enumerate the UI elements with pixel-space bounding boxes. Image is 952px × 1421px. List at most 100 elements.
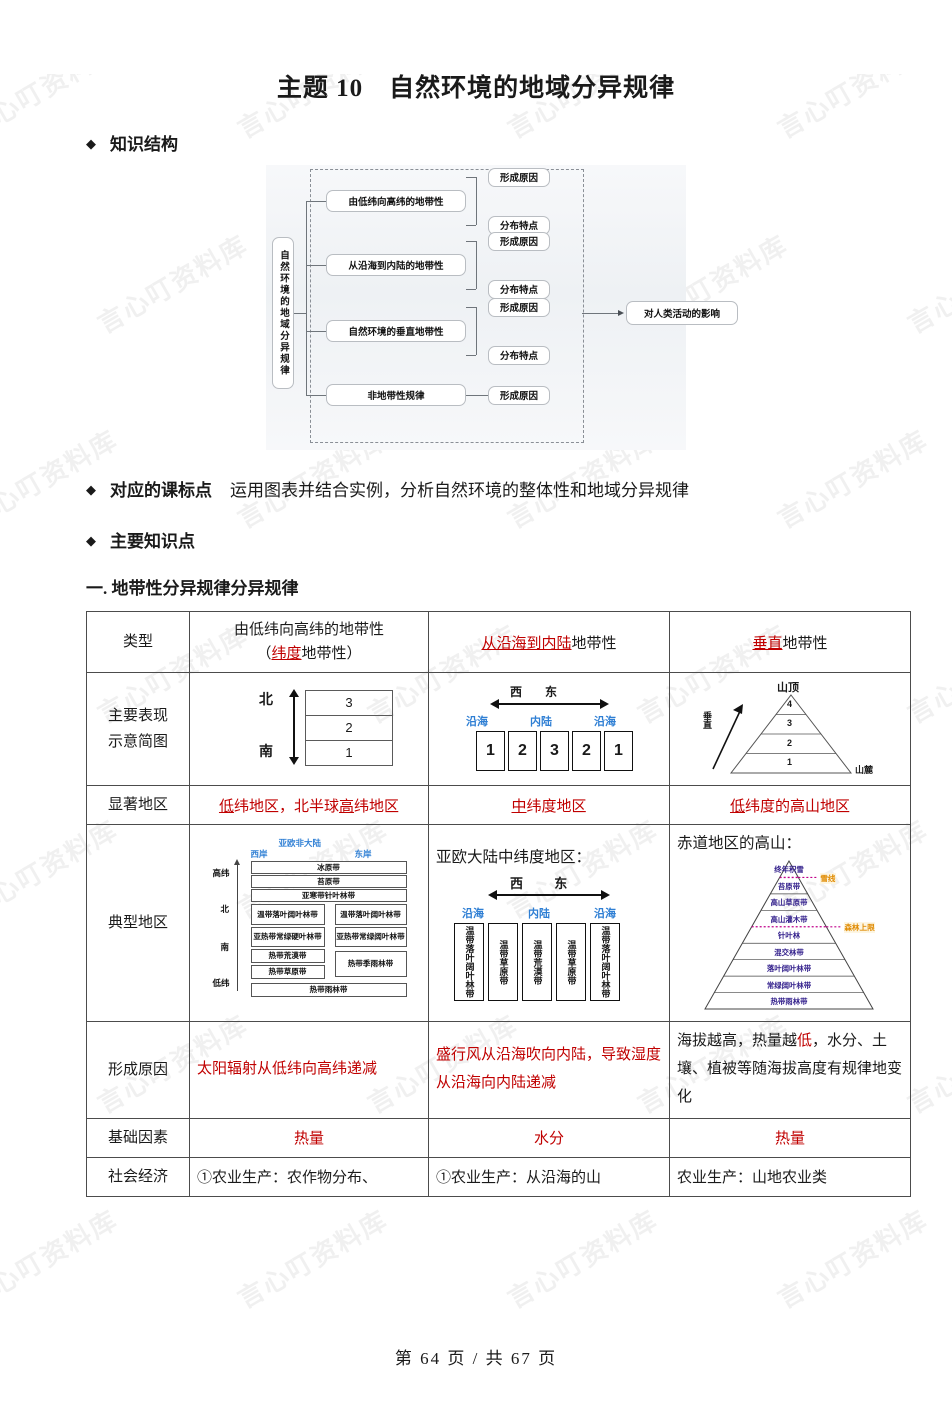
header-line1: 由低纬向高纬的地带性 — [233, 622, 384, 638]
child-connector — [466, 225, 476, 226]
altitude-zone-label: 针叶林 — [777, 931, 801, 941]
belt-box-west: 热带荒漠带 — [250, 948, 325, 963]
band-box: 2 — [305, 715, 393, 741]
table-row-social: 社会经济 ①农业生产：农作物分布、 ①农业生产：从沿海的山 农业生产：山地农业类 — [86, 1156, 911, 1198]
arrow-right-icon — [601, 890, 610, 901]
altitude-zone-label: 终年积雪 — [774, 865, 804, 875]
row-label-line1: 主要表现 — [107, 707, 168, 724]
low-latitude-label: 低纬 — [212, 977, 230, 988]
child-connector — [466, 241, 476, 242]
zone-box: 3 — [540, 731, 569, 771]
altitude-zone-label: 高山灌木带 — [770, 914, 808, 924]
table-row-type: 类型 由低纬向高纬的地带性 （纬度地带性） 从沿海到内陆地带性 垂直地带性 — [86, 611, 911, 673]
altitude-zone-label: 热带雨林带 — [770, 997, 808, 1007]
significant-text-part: 中 — [511, 798, 527, 815]
typical-mountain-title: 赤道地区的高山： — [677, 835, 802, 853]
header-cell-latitudinal: 由低纬向高纬的地带性 （纬度地带性） — [189, 611, 429, 673]
typical-coast-cell: 亚欧大陆中纬度地区： 西 东沿海内陆沿海温带落叶阔叶林带温带草原带温带荒漠带温带… — [428, 824, 670, 1023]
east-coast-label: 东岸 — [354, 848, 372, 859]
page-title: 主题 10 自然环境的地域分异规律 — [276, 75, 676, 102]
diagram-spine — [306, 201, 307, 395]
belt-box-full: 亚寒带针叶林带 — [250, 888, 407, 902]
child-connector — [466, 395, 488, 396]
significant-cell-latitudinal: 低纬地区，北半球高纬地区 — [189, 784, 429, 826]
significant-text-part: 纬地区 — [354, 798, 400, 815]
band-box: 3 — [305, 690, 393, 716]
north-label: 北 — [259, 693, 273, 708]
foot-label: 山麓 — [855, 765, 874, 775]
peak-label: 山顶 — [777, 682, 799, 694]
coast-inland-label: 内陆 — [530, 716, 552, 728]
belt-box-east: 亚热带常绿阔叶林带 — [334, 926, 407, 947]
section-heading-one: 一. 地带性分异规律分异规律 — [86, 579, 299, 598]
diamond-bullet-icon: ◆ — [86, 482, 96, 497]
social-cell-coastal: ①农业生产：从沿海的山 — [428, 1156, 670, 1198]
document-page: 主题 10 自然环境的地域分异规律 ◆ 知识结构 自然环境的地域分异规律 由低纬… — [0, 74, 952, 1198]
main-points-label: 主要知识点 — [110, 532, 195, 551]
diagram-outcome-node: 对人类活动的影响 — [626, 301, 738, 325]
zonality-table: 类型 由低纬向高纬的地带性 （纬度地带性） 从沿海到内陆地带性 垂直地带性 主要… — [86, 611, 911, 1198]
typical-coast-title: 亚欧大陆中纬度地区： — [436, 849, 592, 867]
diagram-leaf-node: 分布特点 — [488, 279, 550, 299]
mountain-svg — [704, 860, 874, 1010]
level-label: 3 — [787, 718, 793, 729]
belt-box-west: 热带草原带 — [250, 964, 325, 979]
altitude-zone-label: 混交林带 — [774, 947, 804, 957]
page-footer: 第 64 页 / 共 67 页 — [394, 1349, 558, 1368]
arrow-right-icon — [600, 698, 609, 709]
table-row-cause: 形成原因 太阳辐射从低纬向高纬递减 盛行风从沿海吹向内陆，导致湿度从沿海向内陆递… — [86, 1021, 911, 1119]
coast-inland-label: 沿海 — [594, 716, 616, 728]
altitude-zone-label: 高山草原带 — [770, 898, 808, 908]
zone-box: 1 — [476, 731, 505, 771]
level-label: 2 — [787, 737, 793, 748]
vertical-label: 垂直 — [702, 711, 712, 729]
arrow-down-icon — [289, 757, 299, 765]
row-label-line2: 示意简图 — [107, 734, 168, 750]
main-points-row: ◆ 主要知识点 — [86, 527, 866, 552]
row-label-basis: 基础因素 — [86, 1117, 190, 1158]
belt-box-west: 亚热带常绿硬叶林带 — [250, 926, 325, 947]
watermark-text: 言心叮资料库 — [772, 1204, 934, 1315]
band-box: 1 — [305, 740, 393, 766]
cause-cell-vertical: 海拔越高，热量越低，水分、土壤、植被等随海拔高度有规律地变化 — [669, 1021, 911, 1119]
child-spine — [476, 307, 477, 355]
significant-text-part: 纬度地区 — [526, 798, 587, 815]
standard-point-row: ◆ 对应的课标点 运用图表并结合实例，分析自然环境的整体性和地域分异规律 — [86, 476, 866, 501]
header-red-word: 垂直 — [752, 635, 783, 652]
significant-text-part: 低 — [218, 798, 234, 815]
diagram-leaf-node: 形成原因 — [488, 231, 550, 251]
snowline-label: 雪线 — [820, 872, 836, 884]
header-line2: （纬度地带性） — [256, 646, 362, 662]
belt-box-bottom: 热带雨林带 — [250, 982, 407, 997]
significant-text-part: 低 — [729, 798, 745, 815]
diagram-leaf-node: 形成原因 — [488, 297, 550, 317]
row-label-cause: 形成原因 — [86, 1021, 190, 1119]
diagram-dashed-border — [310, 169, 584, 443]
basis-cell-vertical: 热量 — [669, 1117, 911, 1158]
branch-connector — [306, 265, 326, 266]
level-label: 1 — [787, 757, 793, 768]
watermark-text: 言心叮资料库 — [232, 1204, 394, 1315]
diagram-leaf-node: 形成原因 — [488, 385, 550, 405]
vegetation-zone-box: 温带荒漠带 — [522, 923, 552, 1002]
diagram-branch-node: 由低纬向高纬的地带性 — [326, 190, 466, 212]
child-connector — [466, 307, 476, 308]
diagram-branch-node: 自然环境的垂直地带性 — [326, 320, 466, 342]
south-label: 南 — [259, 745, 273, 760]
coast-inland-label: 沿海 — [462, 908, 484, 921]
significant-text-part: 纬度的高山地区 — [745, 798, 851, 815]
continent-label: 亚欧非大陆 — [278, 837, 322, 848]
axis-line — [236, 862, 238, 991]
arrow-up-icon — [233, 858, 240, 865]
significant-text-part: 纬地区，北半球 — [233, 798, 339, 815]
typical-belts-cell: 亚欧非大陆西岸东岸高纬北南低纬冰原带苔原带亚寒带针叶林带温带落叶阔叶林带亚热带常… — [189, 824, 429, 1023]
row-label-type: 类型 — [86, 611, 190, 673]
belt-box-west: 温带落叶阔叶林带 — [250, 903, 325, 925]
basis-cell-coastal: 水分 — [428, 1117, 670, 1158]
knowledge-structure-diagram: 自然环境的地域分异规律 由低纬向高纬的地带性形成原因分布特点从沿海到内陆的地带性… — [86, 165, 866, 450]
